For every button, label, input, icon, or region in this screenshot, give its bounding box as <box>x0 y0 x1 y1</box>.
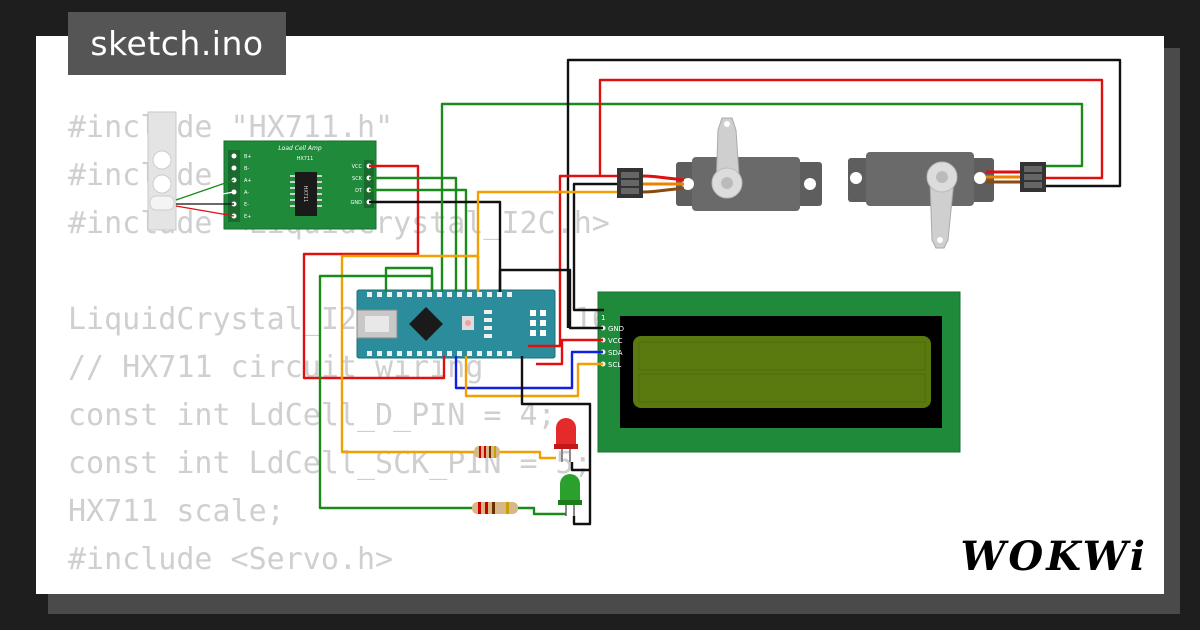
code-line: S <box>68 584 700 594</box>
servo-left[interactable] <box>617 117 822 211</box>
hx711-board-title: Load Cell Amp <box>278 145 321 152</box>
hx711-pin-label: SCK <box>352 176 363 182</box>
lcd-pin-label: GND <box>608 325 624 333</box>
code-line: #include <Servo.h> <box>68 542 394 577</box>
hx711-pin-label: A+ <box>244 178 252 184</box>
wokwi-logo: WOKWi <box>960 533 1148 580</box>
circuit-wires <box>302 58 1122 526</box>
code-line: const int LdCell_D_PIN = 4; <box>68 398 556 433</box>
lcd-pin-label: SCL <box>608 361 621 369</box>
lcd-pin-header: 1 <box>601 314 605 322</box>
load-cell[interactable] <box>147 111 177 231</box>
loadcell-wires <box>175 179 235 217</box>
arduino-nano[interactable] <box>356 289 556 359</box>
hx711-chip-label: HX711 <box>297 156 314 162</box>
hx711-ic-label: HX711 <box>302 186 308 203</box>
lcd-pin-label: SDA <box>608 349 623 357</box>
hx711-pin-label: E- <box>244 202 249 208</box>
hx711-board[interactable]: Load Cell Amp HX711 HX711 B+ B- A+ A- E-… <box>223 140 377 230</box>
led-green[interactable] <box>558 474 582 516</box>
hx711-pin-label: B- <box>244 166 249 172</box>
hx711-pin-label: E+ <box>244 214 251 220</box>
lcd-display[interactable]: 1 GND VCC SDA SCL <box>597 291 961 453</box>
code-line: HX711 scale; <box>68 494 285 529</box>
hx711-pin-label: B+ <box>244 154 252 160</box>
code-preview: #include "HX711.h"#include <Wire.h>#incl… <box>68 104 700 594</box>
servo-right[interactable] <box>848 152 1046 249</box>
hx711-pin-label: VCC <box>352 164 363 170</box>
hx711-pin-label: GND <box>351 200 363 206</box>
hx711-pin-label: DT <box>355 188 363 194</box>
lcd-pin-label: VCC <box>608 337 623 345</box>
code-line: #include "HX711.h" <box>68 110 394 145</box>
led-red[interactable] <box>554 418 578 462</box>
sketch-title: sketch.ino <box>68 12 286 75</box>
hx711-pin-label: A- <box>244 190 249 196</box>
